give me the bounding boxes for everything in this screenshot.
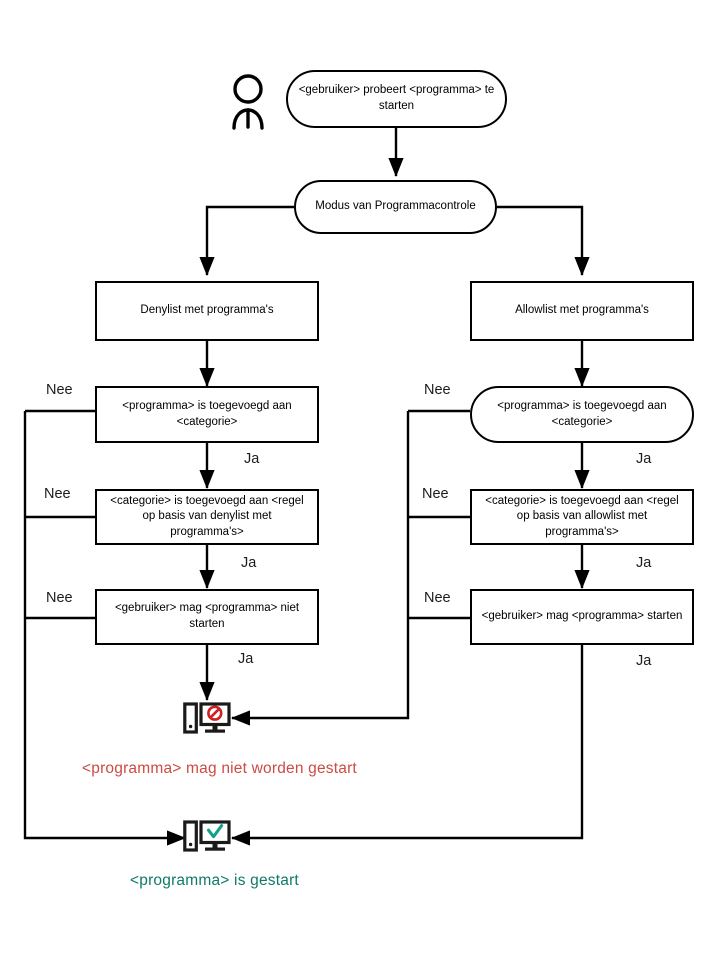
node-start[interactable]: <gebruiker> probeert <programma> te star… <box>286 70 507 128</box>
edge-right-yes-to-allowed <box>231 645 584 846</box>
edge-label-right-no-3: Nee <box>424 590 451 606</box>
node-denylist-mode[interactable]: Denylist met programma's <box>95 281 319 341</box>
node-allow-user-rule-label: <gebruiker> mag <programma> starten <box>481 610 683 623</box>
edge-label-right-yes-3: Ja <box>636 653 652 669</box>
node-deny-in-category-label: <programma> is toegevoegd aan <categorie… <box>122 399 292 428</box>
node-denylist-mode-label: Denylist met programma's <box>140 304 274 317</box>
edge-label-right-no-2: Nee <box>422 486 449 502</box>
node-deny-user-rule-label: <gebruiker> mag <programma> niet starten <box>114 602 300 630</box>
node-start-label: <gebruiker> probeert <programma> te star… <box>298 84 495 112</box>
edge-label-left-yes-2: Ja <box>241 555 257 571</box>
node-allowlist-mode[interactable]: Allowlist met programma's <box>470 281 694 341</box>
node-deny-category-rule-label: <categorie> is toegevoegd aan <regel op … <box>110 494 304 538</box>
node-deny-category-rule[interactable]: <categorie> is toegevoegd aan <regel op … <box>95 489 319 545</box>
computer-blocked-icon <box>183 700 231 740</box>
denied-result-text: <programma> mag niet worden gestart <box>82 760 357 777</box>
edge-mode-to-denylist <box>199 205 294 276</box>
user-actor-icon <box>222 72 274 134</box>
edge-label-left-yes-1: Ja <box>244 451 260 467</box>
node-allow-program-in-category[interactable]: <programma> is toegevoegd aan <categorie… <box>470 386 694 443</box>
edge-label-right-yes-1: Ja <box>636 451 652 467</box>
node-allow-category-rule[interactable]: <categorie> is toegevoegd aan <regel op … <box>470 489 694 545</box>
edge-mode-to-allowlist <box>497 205 590 276</box>
node-allow-in-category-label: <programma> is toegevoegd aan <categorie… <box>497 399 667 428</box>
node-allow-user-rule[interactable]: <gebruiker> mag <programma> starten <box>470 589 694 645</box>
node-deny-user-rule[interactable]: <gebruiker> mag <programma> niet starten <box>95 589 319 645</box>
node-allow-category-rule-label: <categorie> is toegevoegd aan <regel op … <box>485 494 679 538</box>
node-allowlist-mode-label: Allowlist met programma's <box>515 304 649 317</box>
edge-label-left-no-2: Nee <box>44 486 71 502</box>
node-mode-label: Modus van Programmacontrole <box>315 200 476 213</box>
edge-label-right-no-1: Nee <box>424 382 451 398</box>
node-program-control-mode[interactable]: Modus van Programmacontrole <box>294 180 497 234</box>
allowed-result-text: <programma> is gestart <box>130 872 299 889</box>
edge-label-right-yes-2: Ja <box>636 555 652 571</box>
edge-label-left-yes-3: Ja <box>238 651 254 667</box>
node-deny-program-in-category[interactable]: <programma> is toegevoegd aan <categorie… <box>95 386 319 443</box>
computer-allowed-icon <box>183 818 231 858</box>
edge-label-left-no-3: Nee <box>46 590 73 606</box>
edge-label-left-no-1: Nee <box>46 382 73 398</box>
